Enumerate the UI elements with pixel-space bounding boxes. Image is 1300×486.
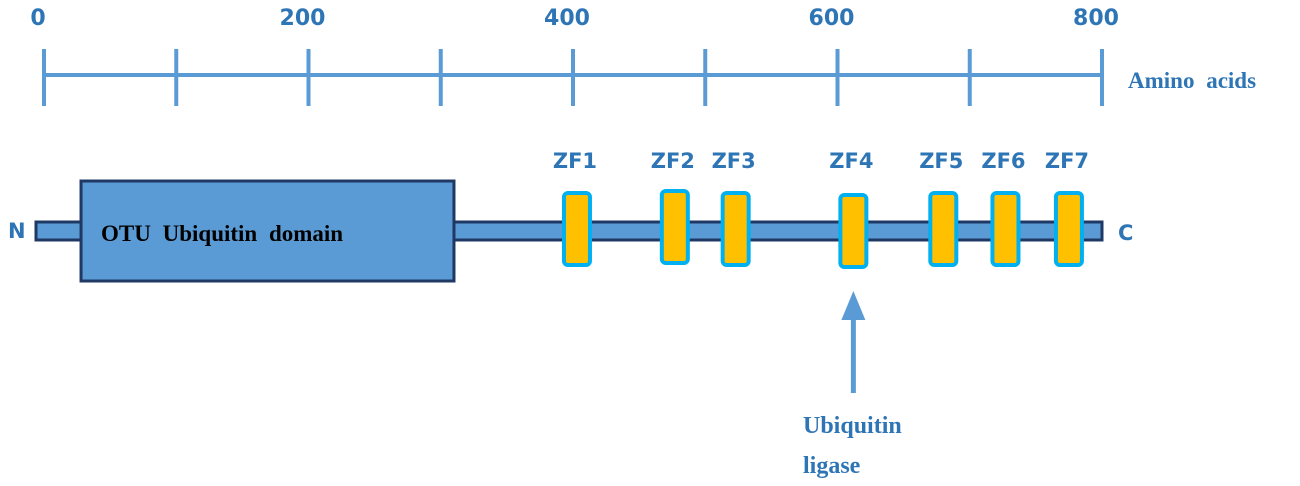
ubiquitin-ligase-annotation: Ubiquitin ligase xyxy=(803,291,902,479)
otu-ubiquitin-domain-box xyxy=(79,179,456,283)
axis-tick-label: 600 xyxy=(809,6,855,31)
zinc-finger-zf2: ZF2 xyxy=(651,149,695,265)
zinc-finger-zf7: ZF7 xyxy=(1045,149,1089,267)
zinc-finger-zf1: ZF1 xyxy=(553,149,597,267)
axis-ticks xyxy=(42,49,1104,106)
zinc-finger-zf3: ZF3 xyxy=(712,149,756,267)
zinc-finger-label: ZF4 xyxy=(829,149,873,173)
zinc-finger-label: ZF2 xyxy=(651,149,695,173)
zinc-finger-box xyxy=(838,193,869,269)
zinc-finger-zf5: ZF5 xyxy=(919,149,963,267)
zinc-finger-label: ZF3 xyxy=(712,149,756,173)
zinc-finger-box xyxy=(990,191,1021,267)
zinc-finger-zf4: ZF4 xyxy=(829,149,873,269)
zinc-finger-label: ZF6 xyxy=(981,149,1025,173)
axis-tick-label: 200 xyxy=(280,6,326,31)
axis-tick-label: 400 xyxy=(544,6,590,31)
zinc-finger-label: ZF1 xyxy=(553,149,597,173)
otu-ubiquitin-domain-label: OTU Ubiquitin domain xyxy=(101,221,343,246)
zinc-finger-box xyxy=(561,191,592,267)
zinc-finger-box xyxy=(1053,191,1084,267)
annotation-label-line2: ligase xyxy=(803,453,861,479)
zinc-finger-box xyxy=(659,189,690,265)
zinc-finger-box xyxy=(720,191,751,267)
protein-schematic: N C OTU Ubiquitin domain ZF1 ZF2 ZF3 ZF4 ZF5… xyxy=(8,149,1133,283)
zinc-finger-zf6: ZF6 xyxy=(981,149,1026,267)
axis-unit-label: Amino acids xyxy=(1128,68,1256,93)
scale-axis: 0 200 400 600 800 Amino acids xyxy=(30,6,1256,106)
axis-tick-labels: 0 200 400 600 800 xyxy=(30,6,1119,31)
annotation-label-line1: Ubiquitin xyxy=(803,413,902,439)
axis-tick-label: 800 xyxy=(1073,6,1119,31)
annotation-arrow-head xyxy=(841,291,866,320)
zinc-finger-box xyxy=(928,191,959,267)
axis-tick-label: 0 xyxy=(30,6,45,31)
n-terminus-label: N xyxy=(8,219,26,243)
zinc-finger-label: ZF7 xyxy=(1045,149,1089,173)
zinc-finger-label: ZF5 xyxy=(919,149,963,173)
zinc-finger-domains: ZF1 ZF2 ZF3 ZF4 ZF5 ZF6 ZF7 xyxy=(553,149,1089,269)
c-terminus-label: C xyxy=(1118,221,1133,245)
